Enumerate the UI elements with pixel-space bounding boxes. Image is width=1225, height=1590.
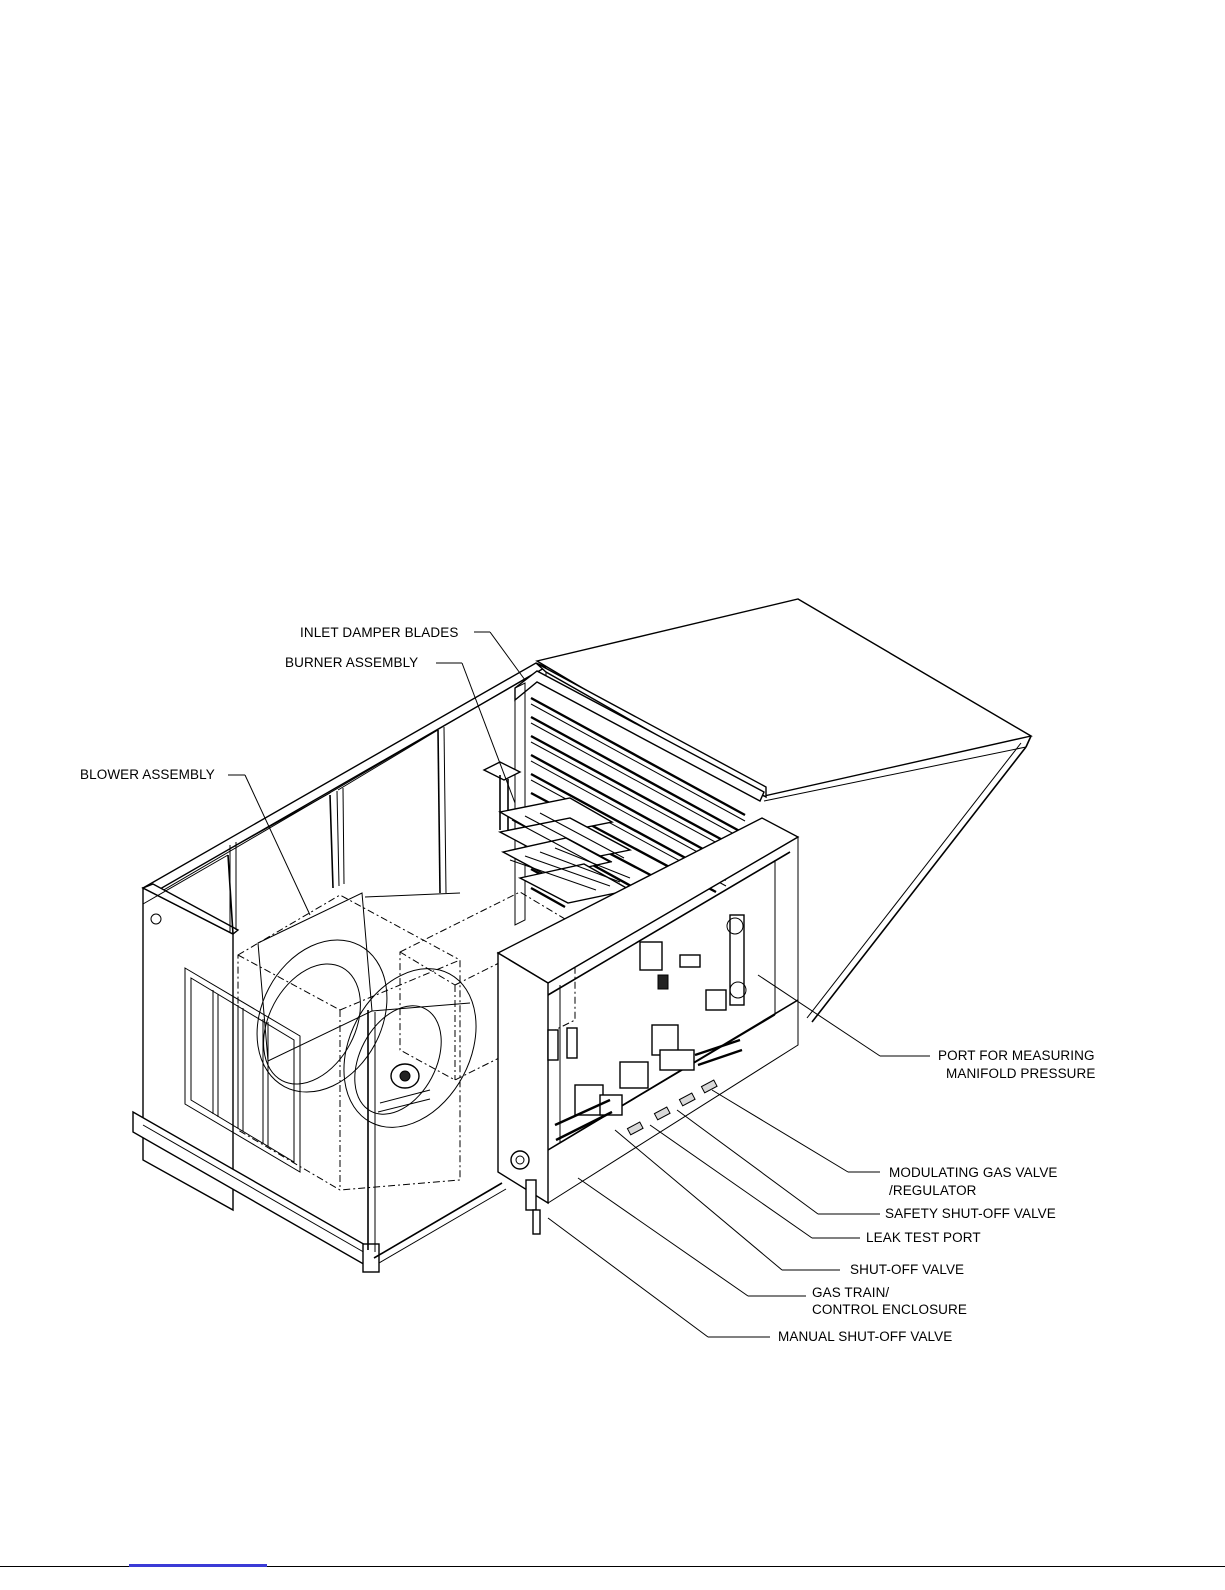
label-manual-shutoff-valve: MANUAL SHUT-OFF VALVE	[778, 1328, 952, 1345]
label-inlet-damper-blades: INLET DAMPER BLADES	[300, 624, 458, 641]
label-blower-assembly: BLOWER ASSEMBLY	[80, 766, 215, 783]
label-burner-assembly: BURNER ASSEMBLY	[285, 654, 418, 671]
label-modulating-valve-line1: MODULATING GAS VALVE	[889, 1164, 1058, 1181]
footer-link-underline	[129, 1564, 267, 1567]
label-modulating-valve-line2: /REGULATOR	[889, 1182, 977, 1199]
burner-assembly	[484, 762, 630, 903]
label-gas-train-line1: GAS TRAIN/	[812, 1284, 889, 1301]
label-port-manifold-line2: MANIFOLD PRESSURE	[946, 1065, 1095, 1082]
label-safety-shutoff-valve: SAFETY SHUT-OFF VALVE	[885, 1205, 1056, 1222]
label-port-manifold-line1: PORT FOR MEASURING	[938, 1047, 1095, 1064]
label-gas-train-line2: CONTROL ENCLOSURE	[812, 1301, 967, 1318]
label-leak-test-port: LEAK TEST PORT	[866, 1229, 981, 1246]
label-shutoff-valve: SHUT-OFF VALVE	[850, 1261, 964, 1278]
